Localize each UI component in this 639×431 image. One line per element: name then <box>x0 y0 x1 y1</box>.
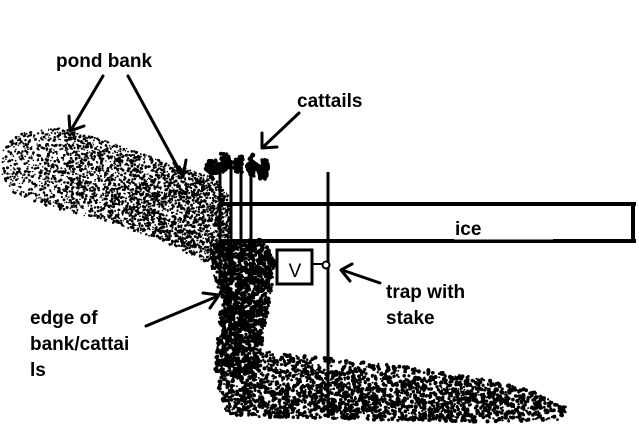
trap-label-line: trap with <box>386 280 465 306</box>
arrow-pond-bank-left <box>69 76 103 131</box>
pond-bank-stipple <box>2 127 233 262</box>
trap: V <box>277 250 330 284</box>
pond-bank-label: pond bank <box>56 49 152 75</box>
trap-v-symbol: V <box>289 261 302 282</box>
arrow-trap <box>341 264 380 283</box>
arrow-cattails <box>262 113 299 148</box>
trap-label-line: stake <box>386 306 465 332</box>
cattails-label: cattails <box>297 89 362 115</box>
ice-label: ice <box>455 217 481 243</box>
ice-sheet <box>219 204 636 241</box>
edge-of-bank-label: edge of bank/cattai ls <box>30 306 129 384</box>
edge-label-line: ls <box>30 358 129 384</box>
arrow-pond-bank-right <box>128 76 186 177</box>
trap-ring <box>323 262 330 269</box>
edge-label-line: edge of <box>30 306 129 332</box>
edge-label-line: bank/cattai <box>30 332 129 358</box>
cattail-heads <box>204 152 270 181</box>
pond-bottom-stipple <box>217 351 567 424</box>
arrow-edge <box>146 293 219 326</box>
trap-with-stake-label: trap with stake <box>386 280 465 332</box>
